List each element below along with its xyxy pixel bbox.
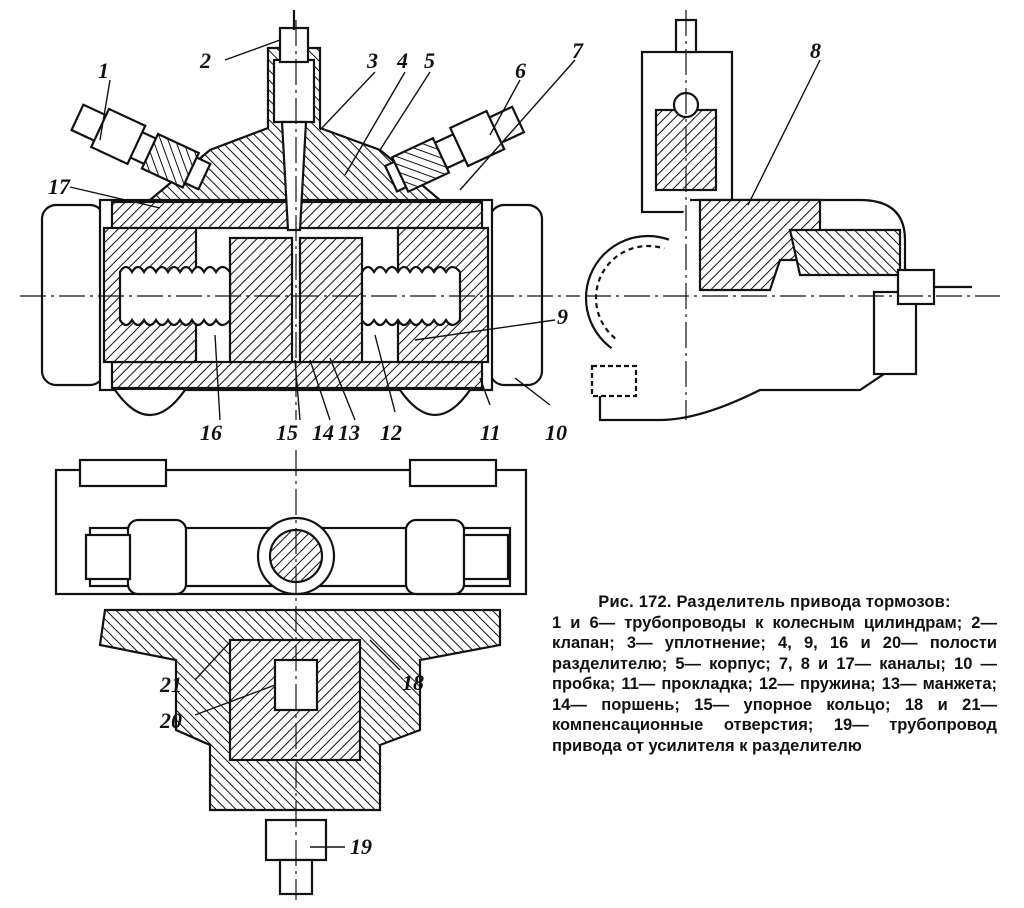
label-20: 20 (159, 708, 182, 733)
label-2: 2 (199, 48, 211, 73)
label-12: 12 (380, 420, 402, 445)
label-6: 6 (515, 58, 526, 83)
label-16: 16 (200, 420, 222, 445)
caption-title: Рис. 172. Разделитель привода тормозов: (598, 593, 951, 611)
caption-body: 1 и 6— трубопроводы к колесным цилиндрам… (552, 613, 997, 755)
label-3: 3 (366, 48, 378, 73)
label-21: 21 (159, 672, 182, 697)
label-15: 15 (276, 420, 298, 445)
label-4: 4 (396, 48, 408, 73)
label-19: 19 (350, 834, 372, 859)
label-14: 14 (312, 420, 334, 445)
part-labels: 1 2 3 4 5 6 7 8 9 10 11 12 13 14 15 16 1… (48, 38, 821, 859)
label-13: 13 (338, 420, 360, 445)
label-5: 5 (424, 48, 435, 73)
label-10: 10 (545, 420, 567, 445)
label-17: 17 (48, 174, 71, 199)
front-section-view (20, 10, 580, 420)
label-11: 11 (480, 420, 501, 445)
label-18: 18 (402, 670, 424, 695)
leader-lines (69, 39, 821, 848)
label-1: 1 (98, 58, 109, 83)
label-8: 8 (810, 38, 821, 63)
side-section-view (584, 10, 1000, 422)
label-7: 7 (572, 38, 584, 63)
label-9: 9 (557, 304, 568, 329)
figure-caption: Рис. 172. Разделитель привода тормозов: … (552, 592, 997, 756)
bottom-view (54, 450, 528, 900)
